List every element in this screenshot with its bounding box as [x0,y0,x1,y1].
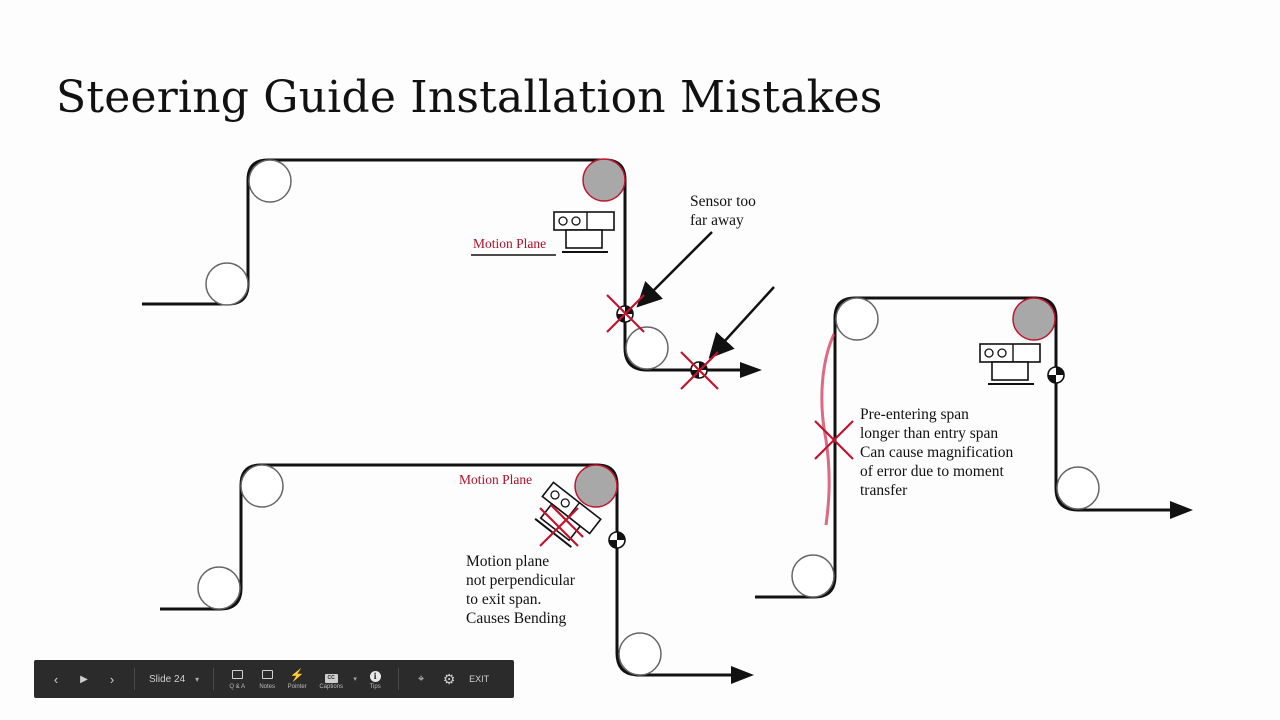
gear-icon: ⚙ [442,670,456,687]
idler-roller [248,159,292,203]
laser-pointer-icon: ⚡ [289,667,305,682]
sensor-target-icon [1047,366,1065,384]
motion-plane-label: Motion Plane [459,472,532,487]
chevron-down-icon: ▾ [353,676,357,683]
play-icon: ▶ [80,673,88,685]
idler-roller [618,632,662,676]
idler-roller [197,566,241,610]
diagram-right: Pre-entering span longer than entry span… [755,296,1193,599]
diagram-top-left: Motion Plane Sensor too far away [142,158,775,390]
pointer-button[interactable]: ⚡ Pointer [282,660,312,698]
diagram-bottom-left: Motion Plane Motion plane not perpendicu… [160,463,754,684]
web-direction-arrow [1170,501,1193,519]
pointer-arrow [708,286,775,359]
web-path-bottom-left [160,463,735,677]
pre-entering-note: Pre-entering span longer than entry span… [860,406,1017,499]
tips-button[interactable]: i Tips [360,660,390,698]
pre-entering-span-highlight [820,333,836,526]
web-path-right [755,296,1172,599]
slide-title: Steering Guide Installation Mistakes [56,72,883,123]
driven-roller [574,464,618,508]
slide-selector-label: Slide 24 [149,673,186,685]
error-x-icon [814,420,854,460]
qa-label: Q & A [229,683,245,690]
exit-fullscreen-icon: ⌖ [418,672,425,685]
sensor-unit [979,343,1041,385]
exit-button[interactable]: EXIT [469,674,490,684]
driven-roller [582,158,626,202]
idler-roller [835,297,879,341]
notes-label: Notes [259,683,275,690]
presenter-toolbar: ‹ ▶ › Slide 24 ▾ Q & A Notes ⚡ Pointer C… [34,660,514,698]
notes-icon [261,669,273,682]
pointer-arrow [636,231,713,308]
chevron-left-icon: ‹ [53,671,59,687]
captions-icon: CC [324,669,338,683]
chevron-right-icon: › [109,671,115,687]
web-direction-arrow [731,666,754,684]
motion-plane-label: Motion Plane [473,236,546,251]
web-direction-arrow [740,362,762,378]
sensor-target-icon [608,531,626,549]
error-x-icon [539,504,584,547]
exit-fullscreen-button[interactable]: ⌖ [407,660,435,698]
slide-selector[interactable]: Slide 24 ▾ [143,660,205,698]
previous-slide-button[interactable]: ‹ [42,660,70,698]
bending-note: Motion plane not perpendicular to exit s… [466,553,579,627]
next-slide-button[interactable]: › [98,660,126,698]
error-x-icon [606,294,645,333]
chevron-down-icon: ▾ [195,674,200,684]
settings-button[interactable]: ⚙ [435,660,463,698]
info-icon: i [369,669,381,682]
toolbar-divider [398,668,400,690]
driven-roller [1012,297,1056,341]
idler-roller [1056,466,1100,510]
notes-button[interactable]: Notes [252,660,282,698]
play-button[interactable]: ▶ [70,660,98,698]
pointer-label: Pointer [287,683,307,690]
captions-label: Captions [319,683,343,690]
qa-button[interactable]: Q & A [222,660,252,698]
idler-roller [625,326,669,370]
idler-roller [205,262,249,306]
sensor-unit [553,211,615,253]
tips-label: Tips [369,683,381,690]
chat-icon [231,669,243,682]
idler-roller [240,464,284,508]
idler-roller [791,554,835,598]
captions-button[interactable]: CC Captions [312,660,350,698]
error-x-icon [680,351,719,390]
toolbar-divider [213,668,215,690]
toolbar-divider [134,668,135,690]
sensor-note: Sensor too far away [690,193,760,229]
captions-options-button[interactable]: ▾ [350,675,360,683]
